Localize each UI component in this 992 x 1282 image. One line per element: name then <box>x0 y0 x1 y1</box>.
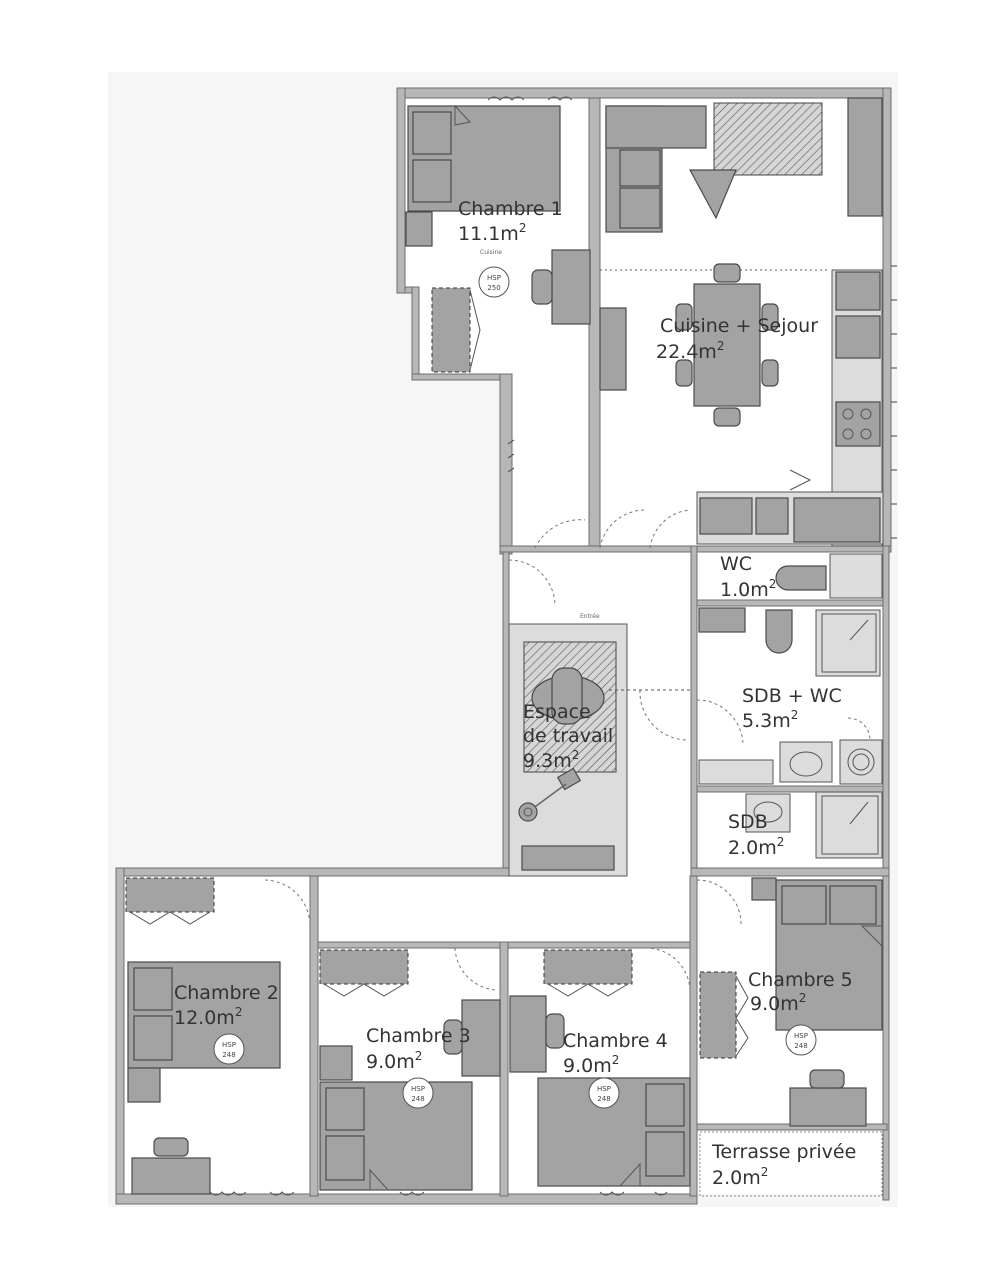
svg-text:9.0m2: 9.0m2 <box>563 1053 619 1077</box>
exterior-ticks <box>507 265 897 539</box>
svg-text:1.0m2: 1.0m2 <box>720 577 776 601</box>
svg-text:250: 250 <box>487 284 500 292</box>
svg-text:Cuisine + Sejour: Cuisine + Sejour <box>660 315 818 337</box>
svg-text:Espace: Espace <box>523 701 591 723</box>
lamp-icon <box>688 169 737 220</box>
chair-icon <box>153 1137 189 1157</box>
svg-text:HSP: HSP <box>794 1032 808 1040</box>
svg-text:Chambre 5: Chambre 5 <box>748 969 853 991</box>
chambre4-furniture <box>509 949 691 1187</box>
desk-icon <box>131 1157 211 1195</box>
dining-table-icon <box>693 283 761 407</box>
desk-icon <box>551 249 591 325</box>
stove-icon <box>835 401 881 447</box>
svg-text:Chambre 1: Chambre 1 <box>458 198 563 220</box>
washbasin-icon <box>745 793 791 833</box>
espace-travail-furniture <box>508 623 691 877</box>
svg-text:HSP: HSP <box>222 1041 236 1049</box>
desk-icon <box>509 995 547 1073</box>
svg-text:Chambre 4: Chambre 4 <box>563 1030 668 1052</box>
wardrobe-icon <box>431 287 471 373</box>
hsp-marker-chambre1: HSP 250 <box>478 266 510 298</box>
svg-text:2.0m2: 2.0m2 <box>728 835 784 859</box>
room-label-wc: WC 1.0m2 <box>720 553 776 601</box>
hsp-marker-chambre2: HSP 248 <box>213 1033 245 1065</box>
chambre1-tag: Cuisine <box>480 249 502 256</box>
chair-icon <box>531 269 553 305</box>
wc-furniture <box>775 553 883 599</box>
svg-text:HSP: HSP <box>411 1085 425 1093</box>
room-label-terrasse: Terrasse privée 2.0m2 <box>711 1141 856 1189</box>
chambre3-furniture <box>319 949 501 1191</box>
shower-icon <box>815 791 883 859</box>
room-label-sdb: SDB 2.0m2 <box>728 811 784 859</box>
chambre5-furniture <box>699 877 883 1127</box>
svg-text:22.4m2: 22.4m2 <box>656 339 724 363</box>
svg-text:248: 248 <box>411 1095 424 1103</box>
svg-text:Chambre 2: Chambre 2 <box>174 982 279 1004</box>
chair-icon <box>545 1013 565 1049</box>
room-label-sdb-wc: SDB + WC 5.3m2 <box>742 685 842 732</box>
svg-text:WC: WC <box>720 553 752 575</box>
room-label-chambre2: Chambre 2 12.0m2 <box>174 982 279 1029</box>
sejour-furniture <box>599 97 884 547</box>
chambre1-furniture <box>405 104 591 373</box>
svg-text:Chambre 3: Chambre 3 <box>366 1025 471 1047</box>
desk-icon <box>461 999 501 1077</box>
chambre2-furniture <box>125 877 281 1195</box>
room-label-chambre4: Chambre 4 9.0m2 <box>563 1030 668 1077</box>
hsp-marker-chambre3: HSP 248 <box>402 1077 434 1109</box>
hsp-marker-chambre4: HSP 248 <box>588 1077 620 1109</box>
sdb-wc-furniture <box>698 607 883 785</box>
doors <box>264 509 871 991</box>
toilet-icon <box>765 609 793 654</box>
washbasin-icon <box>779 741 833 783</box>
hsp-marker-chambre5: HSP 248 <box>785 1024 817 1056</box>
desk-icon <box>789 1087 867 1127</box>
room-label-chambre3: Chambre 3 9.0m2 <box>366 1025 471 1073</box>
shower-icon <box>815 609 881 677</box>
svg-text:2.0m2: 2.0m2 <box>712 1165 768 1189</box>
svg-text:Terrasse privée: Terrasse privée <box>711 1141 856 1163</box>
svg-text:SDB + WC: SDB + WC <box>742 685 842 707</box>
svg-text:248: 248 <box>794 1042 807 1050</box>
room-label-cuisine-sejour: Cuisine + Sejour 22.4m2 <box>656 315 818 363</box>
wardrobe-icon <box>125 877 215 913</box>
walls <box>115 87 892 1205</box>
room-label-espace-travail: Espace de travail 9.3m2 <box>523 701 613 772</box>
sdb-furniture <box>745 791 883 859</box>
desk-icon <box>521 845 615 871</box>
svg-text:9.0m2: 9.0m2 <box>366 1049 422 1073</box>
svg-text:11.1m2: 11.1m2 <box>458 221 526 245</box>
wardrobe-icon <box>319 949 409 985</box>
svg-text:9.0m2: 9.0m2 <box>750 991 806 1015</box>
svg-text:248: 248 <box>222 1051 235 1059</box>
wardrobe-icon <box>543 949 633 985</box>
sink-icon <box>699 497 753 535</box>
wardrobe-icon <box>699 971 737 1059</box>
room-label-chambre5: Chambre 5 9.0m2 <box>748 969 853 1015</box>
toilet-icon <box>775 565 827 591</box>
svg-text:SDB: SDB <box>728 811 768 833</box>
svg-text:HSP: HSP <box>487 274 501 282</box>
svg-text:9.3m2: 9.3m2 <box>523 748 579 772</box>
svg-text:248: 248 <box>597 1095 610 1103</box>
windows <box>209 96 668 1196</box>
entree-tag: Entrée <box>580 613 600 620</box>
svg-text:de travail: de travail <box>523 725 613 747</box>
chair-icon <box>443 1019 463 1055</box>
svg-text:5.3m2: 5.3m2 <box>742 708 798 732</box>
lamp-icon <box>518 802 538 822</box>
washing-machine-icon <box>839 739 883 785</box>
svg-text:12.0m2: 12.0m2 <box>174 1005 242 1029</box>
rug-icon <box>713 102 823 176</box>
terrasse-outline <box>699 1131 883 1197</box>
svg-text:HSP: HSP <box>597 1085 611 1093</box>
room-label-chambre1: Chambre 1 11.1m2 <box>458 198 563 245</box>
chair-icon <box>809 1069 845 1089</box>
